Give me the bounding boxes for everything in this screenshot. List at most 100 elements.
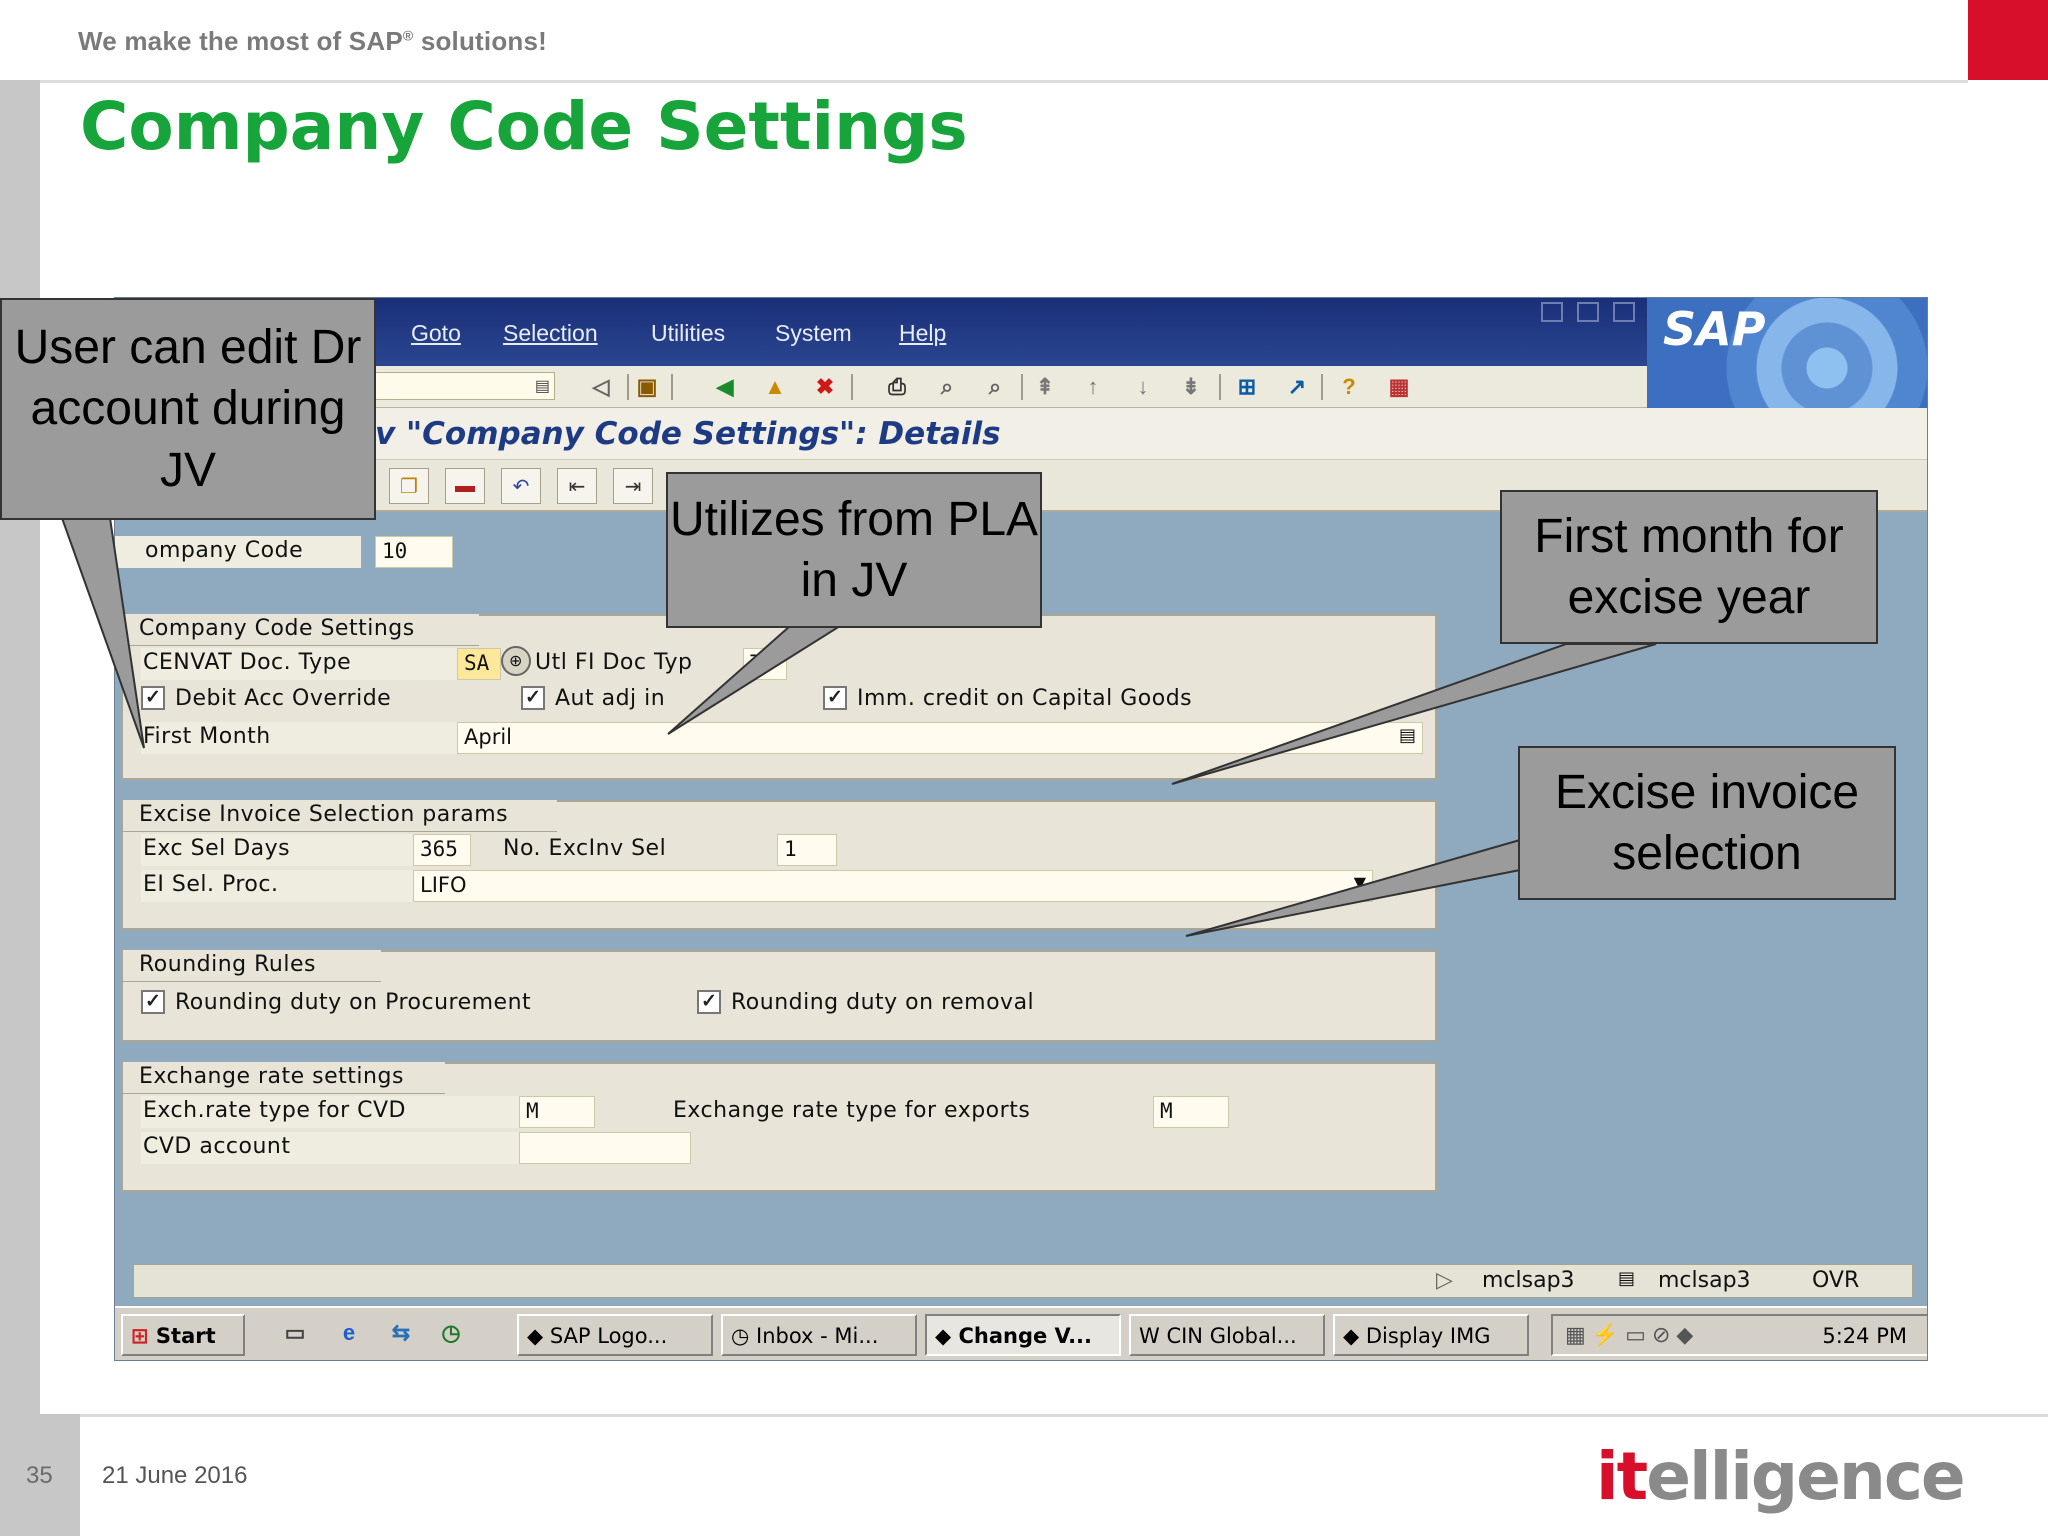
shortcut-icon[interactable]: ↗ — [1287, 374, 1307, 399]
utl-fi-doc-typ-label: Utl FI Doc Typ — [535, 650, 693, 675]
aut-adj-checkbox[interactable]: ✓ — [521, 686, 545, 710]
undo-icon[interactable]: ↶ — [501, 468, 541, 504]
first-page-icon[interactable]: ⇞ — [1035, 374, 1055, 399]
close-window-icon[interactable] — [1613, 302, 1635, 322]
cancel-icon[interactable]: ✖ — [815, 374, 835, 399]
print-icon[interactable]: ⎙ — [888, 374, 906, 399]
menu-system[interactable]: System — [775, 320, 852, 346]
callout-pla: Utilizes from PLA in JV — [666, 472, 1042, 628]
debit-acc-override-checkbox[interactable]: ✓ — [141, 686, 165, 710]
company-code-field: 10 — [375, 536, 453, 568]
callout-edit-dr: User can edit Dr account during JV — [0, 298, 376, 520]
status-client: mclsap3 — [1658, 1268, 1751, 1293]
toolbar-separator — [671, 374, 673, 400]
match-code-icon[interactable]: ⊕ — [501, 646, 531, 676]
last-page-icon[interactable]: ⇟ — [1181, 374, 1201, 399]
new-session-icon[interactable]: ⊞ — [1237, 374, 1257, 399]
label-strip — [115, 536, 361, 568]
left-margin-foot — [40, 1414, 80, 1536]
toolbar-separator — [1021, 374, 1023, 400]
rounding-procurement-checkbox[interactable]: ✓ — [141, 990, 165, 1014]
content-corner — [40, 1370, 100, 1414]
label-strip — [141, 1132, 521, 1164]
browser-icon[interactable]: e — [342, 1320, 356, 1345]
next-page-icon[interactable]: ↓ — [1137, 374, 1149, 399]
windows-taskbar: ⊞ Start ▭ e ⇆ ◷ ◆ SAP Logo... ◷ Inbox - … — [115, 1306, 1927, 1360]
rounding-procurement-label: Rounding duty on Procurement — [175, 990, 532, 1015]
sap-menubar: Goto Selection Utilities System Help — [115, 298, 1927, 366]
brand-corner — [1968, 0, 2048, 80]
back-icon[interactable]: ◀ — [716, 374, 734, 399]
next-entry-icon[interactable]: ⇥ — [613, 468, 653, 504]
chevron-down-icon[interactable]: ▼ — [1353, 873, 1366, 892]
system-info-icon[interactable]: ▤ — [1618, 1268, 1636, 1289]
help-icon[interactable]: ? — [1342, 374, 1356, 399]
cvd-account-label: CVD account — [143, 1134, 291, 1159]
find-icon[interactable]: ⌕ — [940, 374, 954, 399]
enter-back-icon[interactable]: ◁ — [592, 374, 610, 399]
debit-acc-override-label: Debit Acc Override — [175, 686, 392, 711]
layout-menu-icon[interactable]: ▦ — [1388, 374, 1410, 399]
sync-icon[interactable]: ⇆ — [391, 1320, 411, 1345]
task-display-img[interactable]: ◆ Display IMG — [1333, 1314, 1529, 1356]
delete-icon[interactable]: ▬ — [445, 468, 485, 504]
save-icon[interactable]: ▣ — [636, 374, 658, 399]
label-strip — [141, 648, 457, 680]
label-strip — [141, 722, 457, 754]
previous-page-icon[interactable]: ↑ — [1087, 374, 1099, 399]
callout-excise-invoice: Excise invoice selection — [1518, 746, 1896, 900]
first-month-value: April — [464, 725, 512, 749]
windows-logo-icon: ⊞ — [131, 1324, 149, 1348]
restore-icon[interactable] — [1577, 302, 1599, 322]
previous-entry-icon[interactable]: ⇤ — [557, 468, 597, 504]
toolbar-separator — [1219, 374, 1221, 400]
task-sap-logo[interactable]: ◆ SAP Logo... — [517, 1314, 713, 1356]
clock-app-icon[interactable]: ◷ — [441, 1320, 461, 1345]
status-server: mclsap3 — [1482, 1268, 1575, 1293]
find-next-icon[interactable]: ⌕ — [988, 374, 1002, 399]
label-strip — [141, 834, 431, 866]
footer-divider — [80, 1414, 2048, 1417]
menu-utilities[interactable]: Utilities — [651, 320, 726, 346]
copy-icon[interactable]: ❐ — [389, 468, 429, 504]
slide-date: 21 June 2016 — [102, 1462, 248, 1489]
aut-adj-label: Aut adj in — [555, 686, 666, 711]
cvd-account-field[interactable] — [519, 1132, 691, 1164]
group-title: Rounding Rules — [123, 950, 381, 982]
system-tray: ▦⚡▭⊘◆ 5:24 PM — [1551, 1314, 1927, 1356]
cvd-rate-field[interactable]: M — [519, 1096, 595, 1128]
utl-fi-doc-typ-field[interactable]: TD — [743, 648, 787, 680]
tray-icons[interactable]: ▦⚡▭⊘◆ — [1565, 1322, 1700, 1347]
task-cin-global[interactable]: W CIN Global... — [1129, 1314, 1325, 1356]
status-bar: ▷ mclsap3 ▤ mclsap3 OVR — [133, 1264, 1913, 1298]
no-excinv-sel-field[interactable]: 1 — [777, 834, 837, 866]
command-field[interactable]: ▤ — [375, 372, 555, 400]
exc-sel-days-field[interactable]: 365 — [413, 834, 471, 866]
exports-rate-field[interactable]: M — [1153, 1096, 1229, 1128]
first-month-dropdown[interactable]: April ▤ — [457, 722, 1423, 754]
menu-selection[interactable]: Selection — [503, 320, 598, 346]
menu-goto[interactable]: Goto — [411, 320, 461, 346]
status-expand-icon[interactable]: ▷ — [1436, 1268, 1453, 1293]
callout-first-month: First month for excise year — [1500, 490, 1878, 644]
dropdown-list-icon[interactable]: ▤ — [1398, 725, 1416, 746]
cenvat-doc-type-field[interactable]: SA — [457, 648, 501, 680]
imm-credit-checkbox[interactable]: ✓ — [823, 686, 847, 710]
ei-sel-proc-value: LIFO — [420, 873, 467, 897]
ei-sel-proc-dropdown[interactable]: LIFO ▼ — [413, 870, 1373, 902]
command-history-icon[interactable]: ▤ — [534, 378, 550, 395]
menu-help[interactable]: Help — [899, 320, 947, 346]
header-divider — [0, 80, 1968, 83]
tray-clock: 5:24 PM — [1822, 1324, 1907, 1348]
task-change-view[interactable]: ◆ Change V... — [925, 1314, 1121, 1356]
group-rounding-rules: Rounding Rules ✓ Rounding duty on Procur… — [121, 950, 1437, 1042]
slide-title: Company Code Settings — [80, 88, 968, 165]
show-desktop-icon[interactable]: ▭ — [284, 1320, 306, 1345]
cvd-rate-label: Exch.rate type for CVD — [143, 1098, 406, 1123]
rounding-removal-checkbox[interactable]: ✓ — [697, 990, 721, 1014]
task-inbox[interactable]: ◷ Inbox - Mi... — [721, 1314, 917, 1356]
minimize-icon[interactable] — [1541, 302, 1563, 322]
slide-tagline: We make the most of SAP® solutions! — [78, 26, 548, 56]
start-button[interactable]: ⊞ Start — [121, 1314, 245, 1356]
exit-icon[interactable]: ▲ — [764, 374, 786, 399]
